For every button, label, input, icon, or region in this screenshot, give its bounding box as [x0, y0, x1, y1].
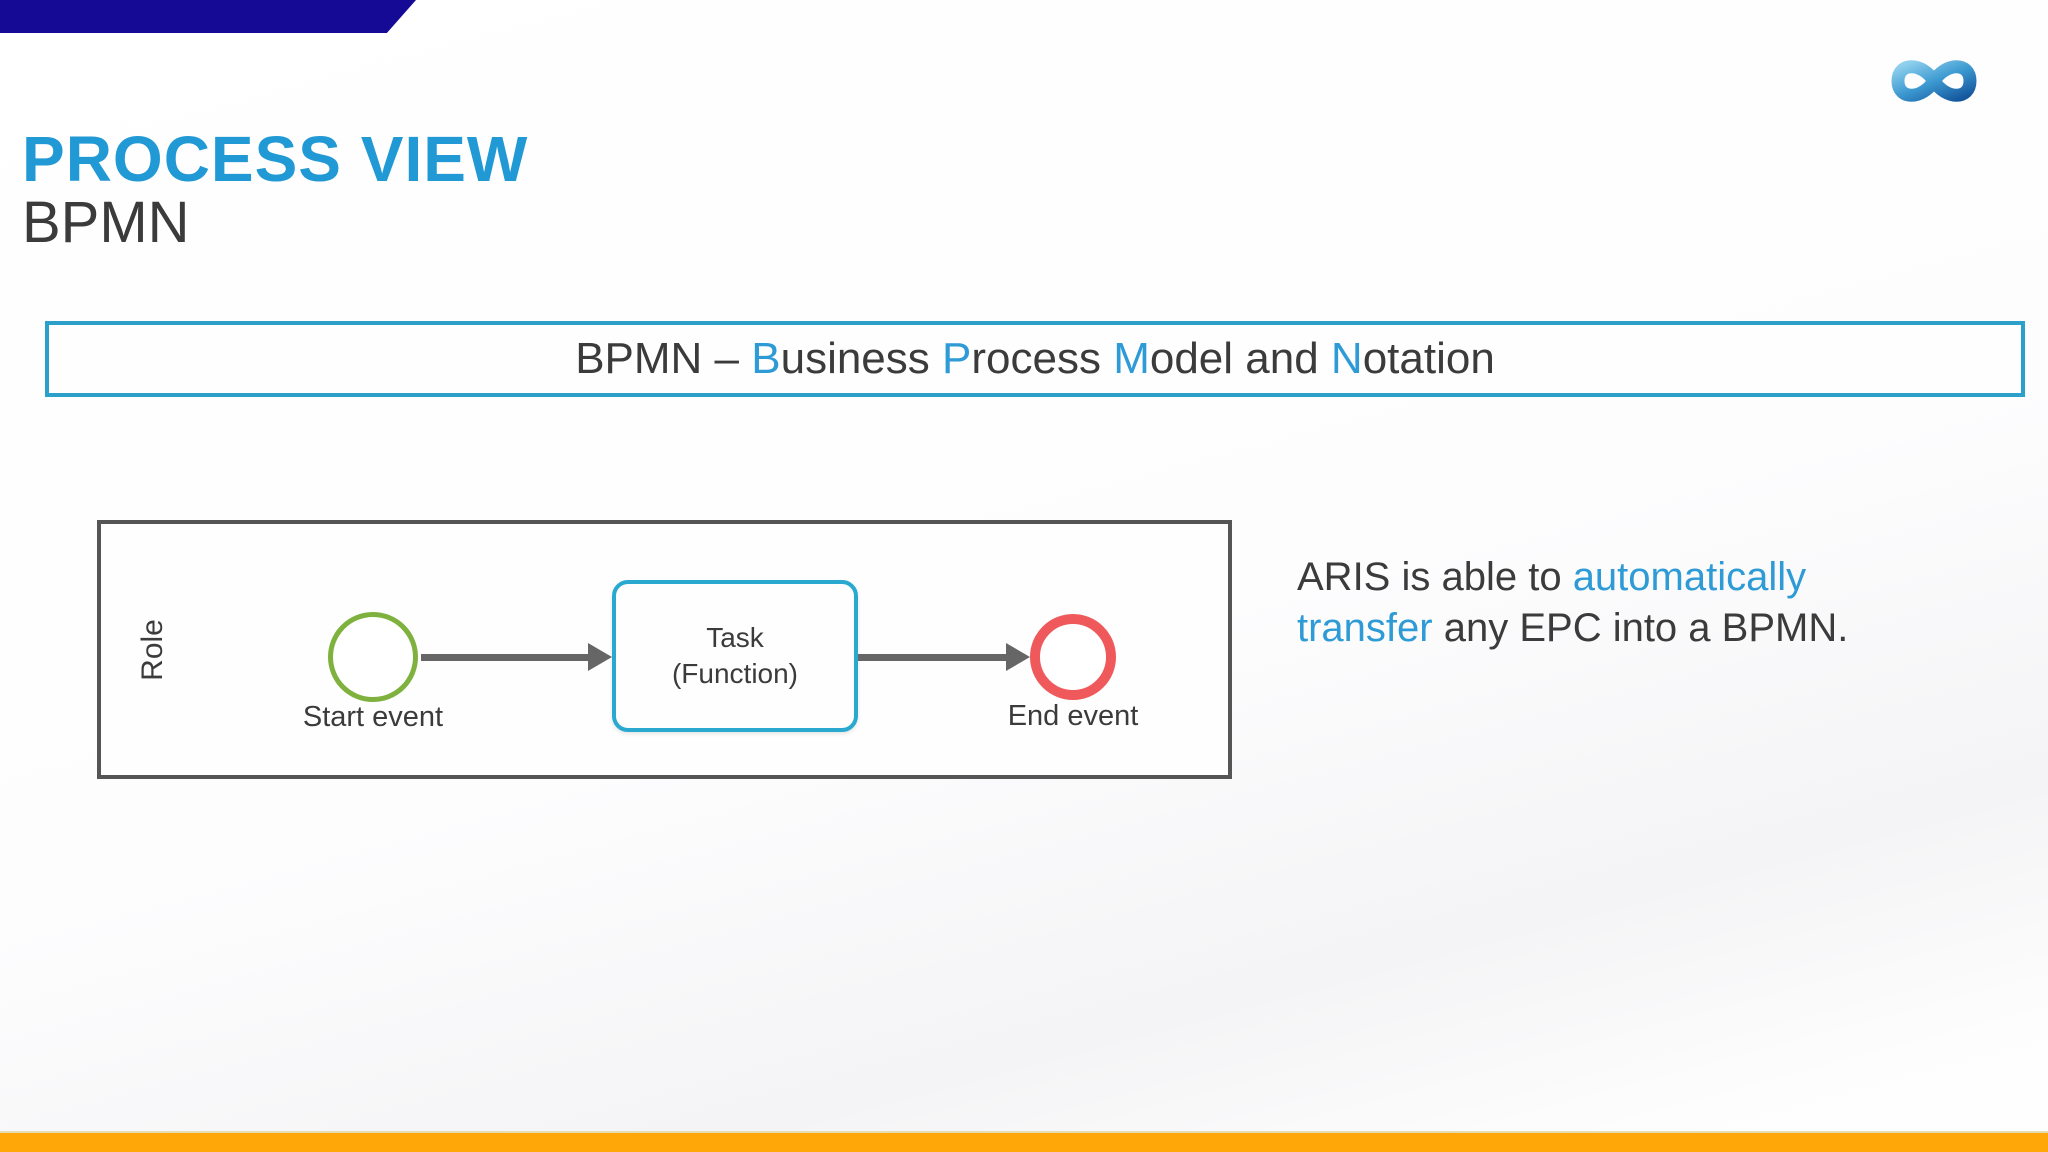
sequence-flow-arrowhead-1 — [588, 643, 612, 671]
page-title: PROCESS VIEW — [22, 123, 529, 195]
text-segment: N — [1330, 334, 1363, 383]
page-subtitle: BPMN — [22, 190, 190, 255]
text-segment: any EPC into a BPMN. — [1432, 606, 1849, 650]
text-segment: M — [1113, 334, 1150, 383]
infinity-logo — [1872, 50, 1996, 112]
end-event-label: End event — [1007, 700, 1139, 732]
infinity-icon — [1891, 60, 1977, 102]
sequence-flow-arrowhead-2 — [1006, 643, 1030, 671]
text-segment: ARIS is able to — [1297, 555, 1573, 599]
title-block: PROCESS VIEW BPMN — [22, 126, 528, 254]
end-event-circle — [1030, 614, 1116, 700]
text-segment: otation — [1362, 334, 1495, 383]
text-segment: B — [751, 334, 781, 383]
task-box: Task (Function) — [612, 580, 858, 732]
text-segment: rocess — [971, 334, 1114, 383]
sequence-flow-line-2 — [858, 654, 1006, 661]
text-segment: BPMN – — [575, 334, 752, 383]
start-event-circle — [328, 612, 418, 702]
text-segment: odel and — [1149, 334, 1331, 383]
task-label-line1: Task — [706, 622, 764, 653]
footer-accent-bar — [0, 1131, 2048, 1152]
task-label-line2: (Function) — [671, 658, 799, 689]
lane-label: Role — [136, 618, 170, 681]
side-note: ARIS is able to automatically transfer a… — [1297, 552, 1917, 654]
start-event-label: Start event — [302, 701, 444, 733]
text-segment: automatically transfer — [1297, 555, 1807, 650]
banner-text: BPMN – Business Process Model and Notati… — [575, 334, 1495, 384]
banner-box: BPMN – Business Process Model and Notati… — [45, 321, 2025, 397]
text-segment: P — [942, 334, 972, 383]
lane-label-wrap: Role — [123, 524, 183, 775]
bpmn-pool: Role Start event Task (Function) End eve… — [97, 520, 1232, 779]
top-accent-bar — [0, 0, 416, 33]
sequence-flow-line-1 — [421, 654, 588, 661]
text-segment: usiness — [780, 334, 943, 383]
